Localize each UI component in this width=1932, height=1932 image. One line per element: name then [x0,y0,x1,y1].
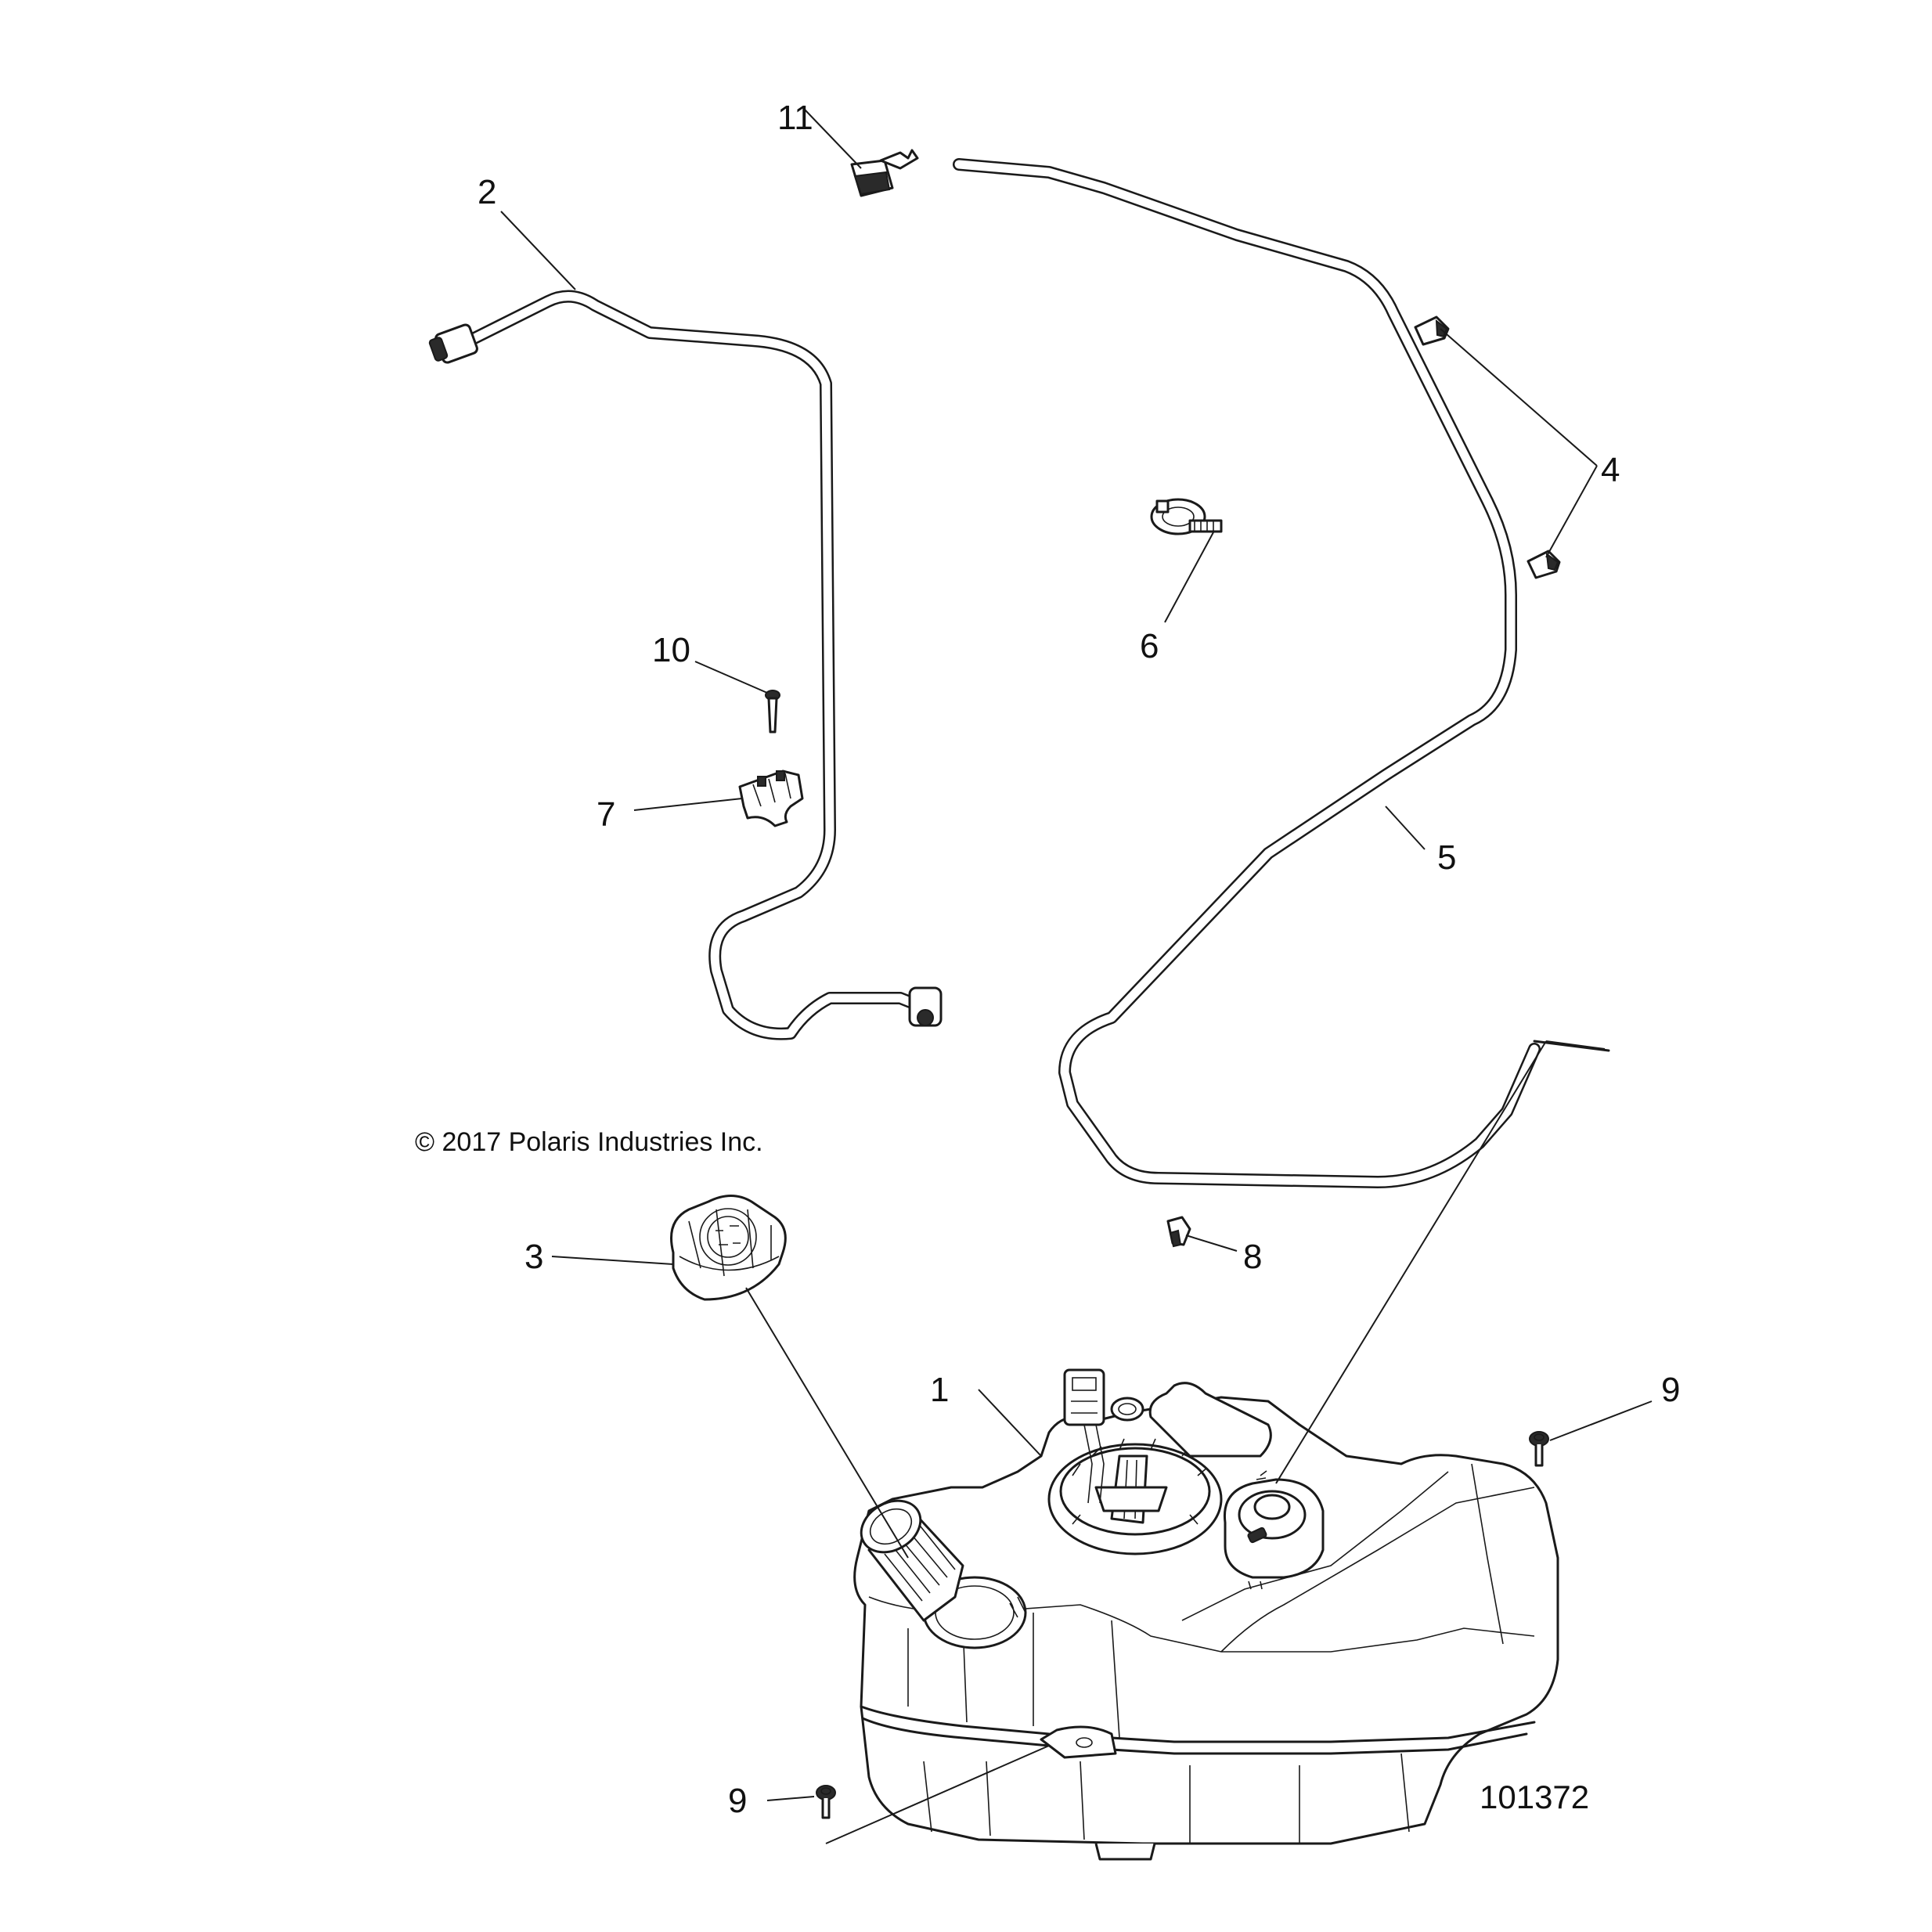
leader-lines [500,109,1653,1844]
clip-part-8[interactable] [1166,1216,1191,1248]
clip-part-4-lower[interactable] [1526,550,1561,579]
callout-7: 7 [597,795,615,834]
fuel-line-part-2[interactable] [428,290,943,1040]
hose-clip-part-7[interactable] [738,770,804,827]
callout-4: 4 [1601,451,1620,489]
callout-11: 11 [777,99,813,137]
figure-number: 101372 [1480,1779,1589,1815]
callout-5: 5 [1437,838,1456,877]
callout-9-right: 9 [1661,1371,1680,1409]
quick-connector-icon [428,323,478,364]
screw-part-9-left[interactable] [816,1785,836,1819]
copyright-notice: © 2017 Polaris Industries Inc. [415,1127,763,1157]
quick-connector-icon [908,986,943,1027]
vent-line-part-5[interactable] [953,158,1541,1188]
push-pin-part-10[interactable] [765,690,780,734]
callout-8: 8 [1243,1238,1262,1276]
elbow-fitting-part-11[interactable] [850,149,919,197]
fuel-cap-part-3[interactable] [670,1195,787,1301]
fuel-tank-part-1[interactable] [852,1368,1559,1861]
callout-labels: 1 2 3 4 5 6 7 8 9 9 10 11 [478,99,1680,1820]
callout-1: 1 [930,1371,949,1409]
callout-3: 3 [524,1238,543,1276]
hose-clamp-part-6[interactable] [1150,498,1223,535]
callout-2: 2 [478,173,496,211]
callout-9-left: 9 [728,1782,747,1820]
callout-10: 10 [652,631,690,669]
screw-part-9-right[interactable] [1529,1431,1549,1467]
callout-6: 6 [1140,627,1159,665]
